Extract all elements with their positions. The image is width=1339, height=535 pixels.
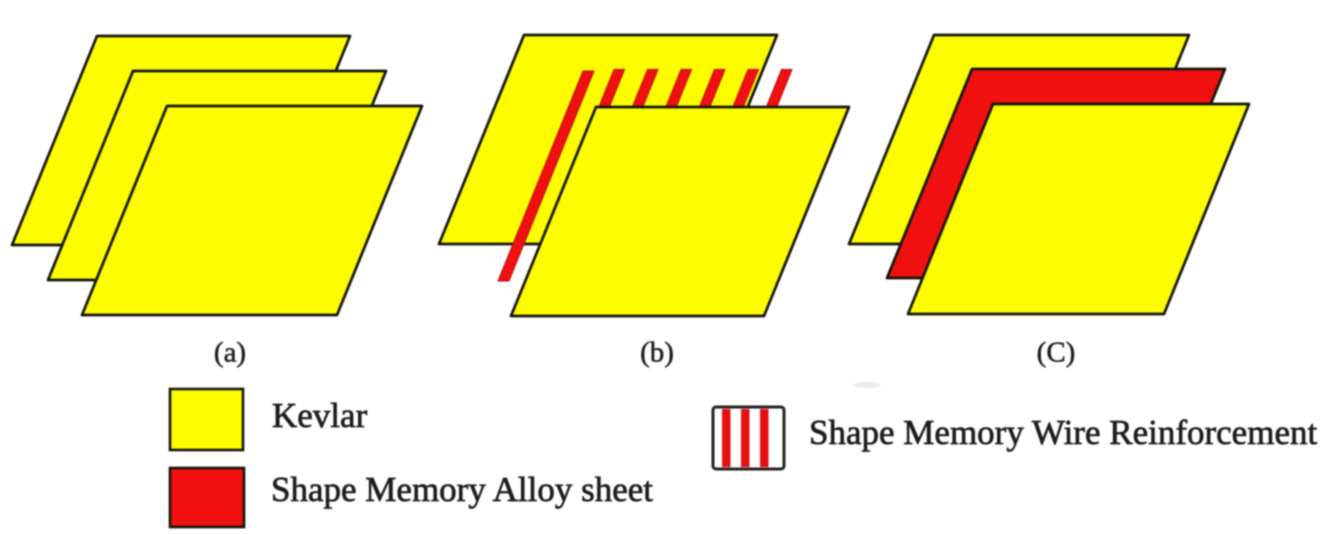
svg-text:(a): (a) xyxy=(214,337,246,369)
svg-text:(b): (b) xyxy=(640,337,674,369)
svg-text:Shape Memory Wire Reinforcemen: Shape Memory Wire Reinforcement xyxy=(809,413,1317,452)
svg-text:(C): (C) xyxy=(1037,337,1076,369)
svg-text:Shape Memory Alloy sheet: Shape Memory Alloy sheet xyxy=(271,470,653,509)
svg-text:Kevlar: Kevlar xyxy=(272,396,368,435)
